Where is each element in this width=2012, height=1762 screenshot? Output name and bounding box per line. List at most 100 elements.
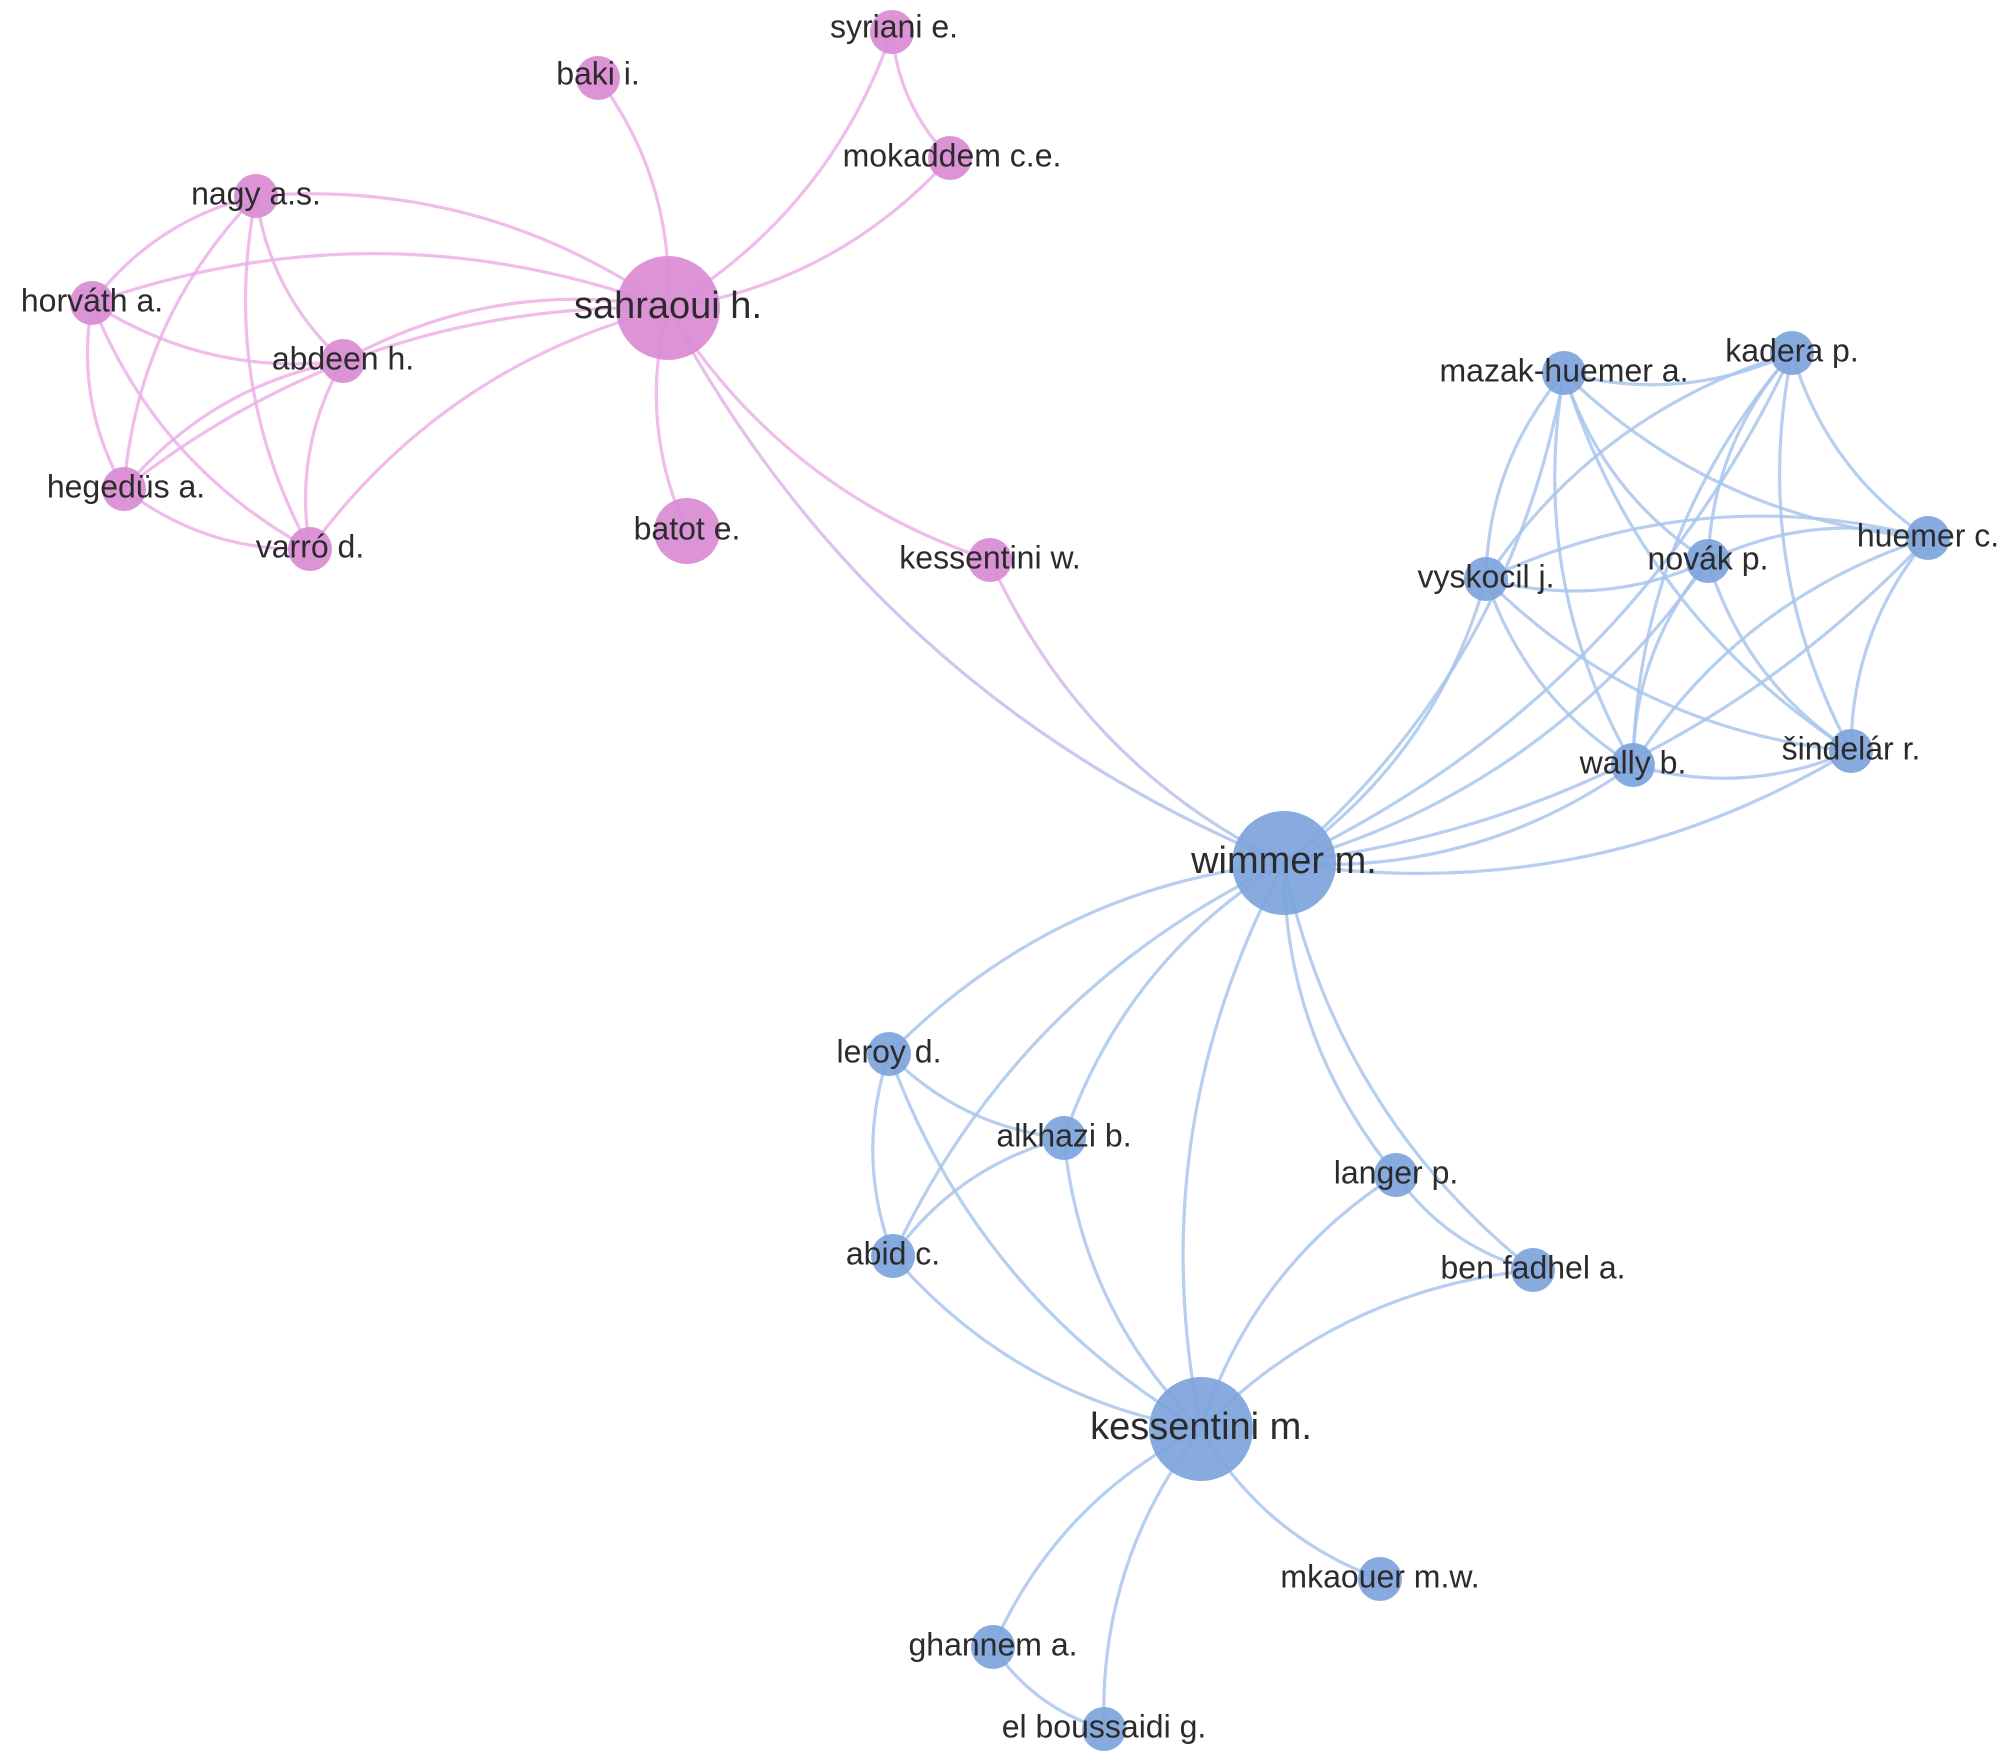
edge-kadera-wally [1631, 351, 1794, 767]
node-label-vyskocil: vyskocil j. [1418, 558, 1555, 594]
node-mkaouer[interactable] [1358, 1557, 1402, 1601]
node-benfadhel[interactable] [1511, 1248, 1555, 1292]
edge-wimmer-novak [1282, 559, 1710, 865]
edge-vyskocil-wally [1484, 577, 1635, 767]
edge-kessentiniw-wimmer [988, 558, 1286, 865]
edge-wimmer-kessentinim [1181, 861, 1286, 1431]
node-elboussaidi[interactable] [1082, 1707, 1126, 1751]
node-label-mkaouer: mkaouer m.w. [1280, 1558, 1479, 1594]
edge-mazak-wally [1553, 371, 1635, 767]
node-label-varro: varró d. [256, 528, 364, 564]
node-label-alkhazi: alkhazi b. [996, 1117, 1131, 1153]
edge-vyskocil-sindelar [1484, 577, 1853, 753]
node-baki[interactable] [576, 56, 620, 100]
node-wally[interactable] [1611, 743, 1655, 787]
node-label-sindelar: šindelár r. [1782, 730, 1921, 766]
node-batot[interactable] [654, 498, 720, 564]
edge-wally-sindelar [1631, 749, 1853, 780]
node-sindelar[interactable] [1829, 729, 1873, 773]
node-mokaddem[interactable] [928, 136, 972, 180]
node-mazak[interactable] [1542, 351, 1586, 395]
node-kessentinim[interactable] [1149, 1377, 1253, 1481]
edge-abdeen-hegedus [122, 359, 345, 491]
edge-huemer-wally [1631, 536, 1930, 767]
node-kessentiniw[interactable] [968, 538, 1012, 582]
edge-mazak-sindelar [1562, 371, 1853, 753]
edge-wimmer-sindelar [1282, 749, 1853, 875]
node-hegedus[interactable] [102, 467, 146, 511]
edge-horvath-abdeen [90, 301, 345, 366]
node-label-elboussaidi: el boussaidi g. [1002, 1708, 1207, 1744]
node-langer[interactable] [1374, 1153, 1418, 1197]
edge-sahraoui-horvath [90, 252, 670, 310]
node-label-kessentinim: kessentini m. [1090, 1406, 1312, 1448]
node-kadera[interactable] [1770, 331, 1814, 375]
edge-hegedus-varro [122, 487, 312, 551]
node-label-langer: langer p. [1334, 1154, 1459, 1190]
node-nagy[interactable] [234, 174, 278, 218]
node-abid[interactable] [871, 1234, 915, 1278]
node-label-novak: novák p. [1648, 540, 1769, 576]
node-syriani[interactable] [870, 10, 914, 54]
edge-mazak-huemer [1562, 371, 1930, 540]
node-label-mazak: mazak-huemer a. [1440, 352, 1689, 388]
edge-wimmer-mazak [1282, 371, 1566, 865]
node-label-horvath: horváth a. [21, 282, 163, 318]
edge-huemer-vyskocil [1484, 514, 1930, 581]
edge-kadera-huemer [1790, 351, 1930, 540]
node-leroy[interactable] [867, 1032, 911, 1076]
edge-sahraoui-hegedus [122, 306, 670, 491]
node-label-syriani: syriani e. [830, 8, 958, 44]
node-sahraoui[interactable] [616, 256, 720, 360]
edge-wimmer-benfadhel [1282, 861, 1535, 1272]
node-label-nagy: nagy a.s. [191, 175, 321, 211]
edge-sahraoui-kessentiniw [666, 306, 992, 562]
node-abdeen[interactable] [321, 339, 365, 383]
edge-kadera-vyskocil [1484, 351, 1794, 581]
edge-novak-sindelar [1706, 559, 1853, 753]
edge-huemer-sindelar [1849, 536, 1930, 753]
edge-alkhazi-abid [891, 1136, 1066, 1258]
node-ghannem[interactable] [971, 1625, 1015, 1669]
node-label-huemer: huemer c. [1857, 517, 1999, 553]
edge-nagy-abdeen [254, 194, 345, 363]
edge-nagy-horvath [90, 194, 258, 305]
node-label-batot: batot e. [634, 510, 741, 546]
node-label-leroy: leroy d. [837, 1033, 942, 1069]
edge-wimmer-abid [891, 861, 1286, 1258]
edge-layer [85, 30, 1930, 1731]
node-huemer[interactable] [1906, 516, 1950, 560]
node-label-sahraoui: sahraoui h. [574, 285, 762, 327]
edge-leroy-alkhazi [887, 1052, 1066, 1140]
edge-novak-wally [1631, 559, 1710, 767]
node-label-baki: baki i. [556, 55, 640, 91]
node-novak[interactable] [1686, 539, 1730, 583]
node-vyskocil[interactable] [1464, 557, 1508, 601]
node-label-wimmer: wimmer m. [1190, 840, 1377, 882]
edge-leroy-kessentinim [887, 1052, 1203, 1431]
edge-mazak-vyskocil [1484, 371, 1566, 581]
edge-abdeen-varro [303, 359, 345, 551]
node-label-abid: abid c. [846, 1235, 940, 1271]
edge-vyskocil-novak [1484, 559, 1710, 593]
edge-horvath-hegedus [85, 301, 126, 491]
edge-wimmer-leroy [887, 861, 1286, 1056]
node-varro[interactable] [288, 527, 332, 571]
node-alkhazi[interactable] [1042, 1116, 1086, 1160]
edge-nagy-varro [243, 194, 312, 551]
edge-horvath-varro [90, 301, 312, 551]
node-label-mokaddem: mokaddem c.e. [843, 137, 1062, 173]
edge-leroy-abid [871, 1052, 895, 1258]
node-label-hegedus: hegedüs a. [47, 468, 205, 504]
label-layer: sahraoui h. baki i. syriani e. mokaddem c.e… [21, 8, 1999, 1744]
node-horvath[interactable] [70, 281, 114, 325]
edge-sahraoui-wimmer [666, 306, 1286, 865]
node-label-kessentiniw: kessentini w. [899, 539, 1080, 575]
node-label-ghannem: ghannem a. [908, 1626, 1077, 1662]
edge-mazak-kadera [1562, 351, 1794, 387]
node-wimmer[interactable] [1232, 811, 1336, 915]
edge-huemer-novak [1706, 526, 1930, 563]
edge-kadera-sindelar [1778, 351, 1853, 753]
